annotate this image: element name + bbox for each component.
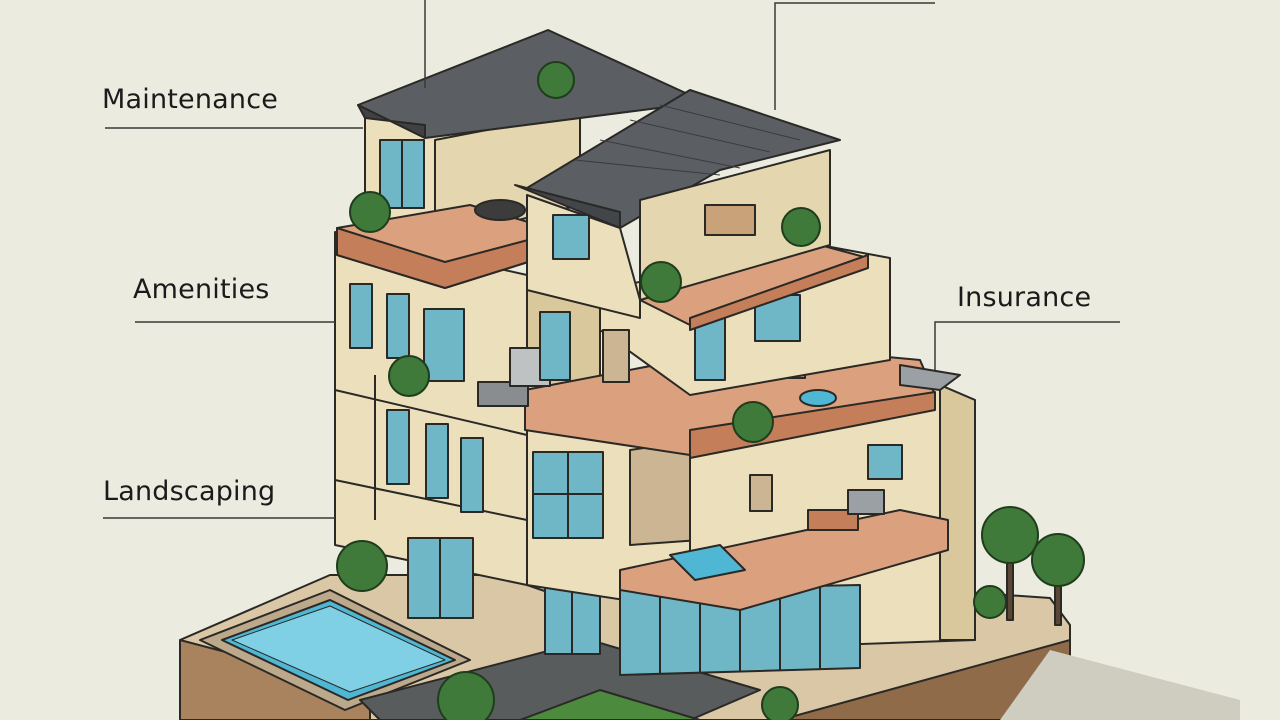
top-right-leader [774,2,935,110]
amenities-label: Amenities [133,274,270,305]
insurance-label: Insurance [957,282,1092,313]
hip-roof-room [526,149,831,319]
side-panel [899,364,961,391]
swimming-pool [199,589,471,711]
lawn-patch [519,689,701,720]
maintenance-label: Maintenance [102,84,279,115]
trees [981,506,1085,626]
callout-lines [103,0,1120,519]
hip-roof [514,89,841,229]
landscaping-label: Landscaping [103,476,276,507]
insurance-leader [934,321,1120,370]
right-wing [619,384,976,676]
shrubs [336,61,1007,720]
